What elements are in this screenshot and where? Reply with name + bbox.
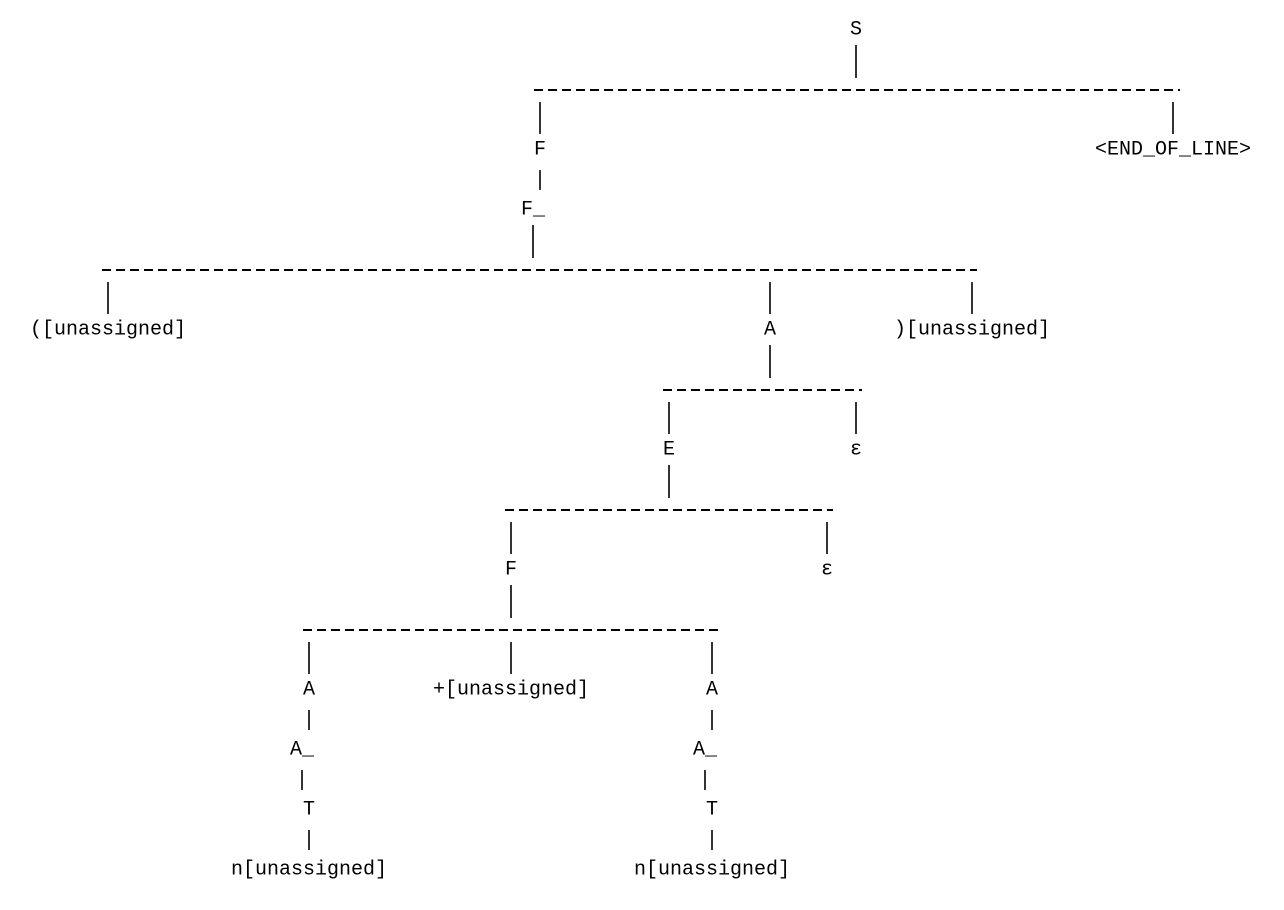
tree-node-label: A (303, 679, 315, 702)
tree-node-label: )[unassigned] (894, 319, 1050, 342)
tree-node-label: E (663, 439, 675, 462)
tree-node-label: A_ (290, 739, 315, 762)
tree-node-label: A (764, 319, 776, 342)
tree-node-label: S (850, 19, 862, 42)
tree-node-label: F (505, 559, 517, 582)
tree-node-label: F_ (521, 199, 546, 222)
tree-node-label: A_ (693, 739, 718, 762)
tree-node-label: T (706, 799, 718, 822)
tree-node-label: n[unassigned] (634, 859, 790, 882)
tree-node-label: ε (821, 559, 833, 582)
tree-node-label: T (303, 799, 315, 822)
tree-node-label: <END_OF_LINE> (1095, 139, 1251, 162)
tree-node-label: ([unassigned] (30, 319, 186, 342)
tree-node-label: A (706, 679, 718, 702)
tree-node-label: F (534, 139, 546, 162)
tree-node-label: ε (850, 439, 862, 462)
tree-node-label: n[unassigned] (231, 859, 387, 882)
tree-node-label: +[unassigned] (433, 679, 589, 702)
